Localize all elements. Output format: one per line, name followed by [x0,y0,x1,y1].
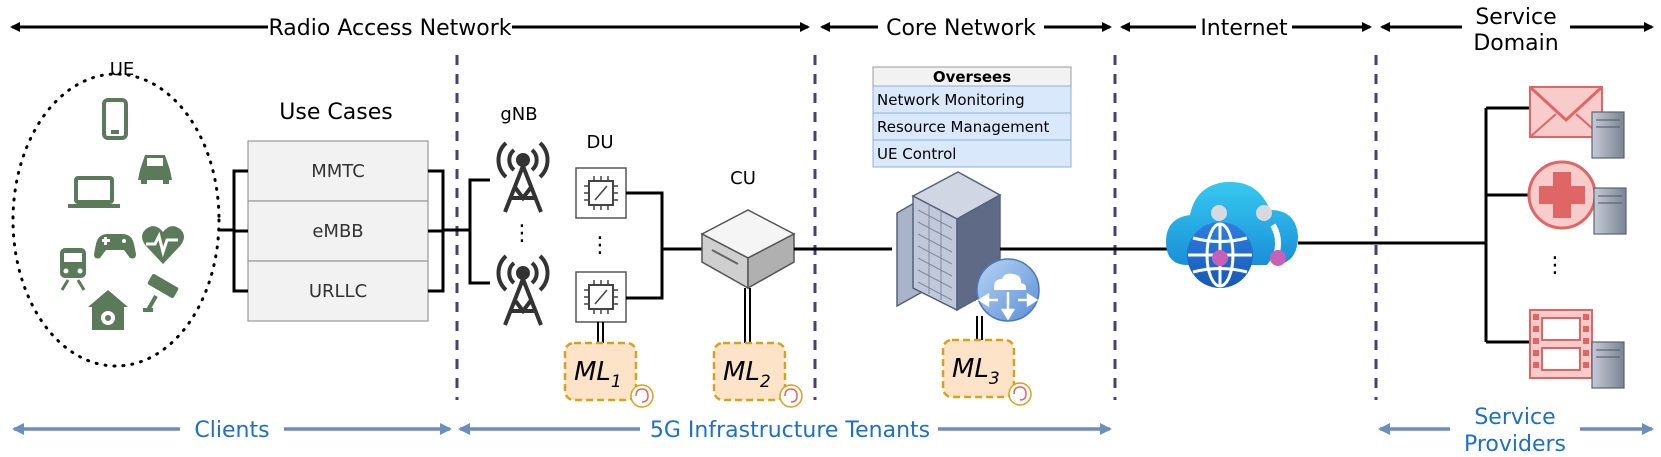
providers-label-2: Providers [1464,432,1566,457]
server-icon-2 [1593,187,1627,235]
du-label: DU [586,132,613,153]
ml-brain-icon [630,384,654,408]
du-chip-icon [575,167,627,219]
ue-label: UE [110,59,135,80]
use-case-brackets [218,169,490,293]
ml-brain-icon-3 [1008,382,1032,406]
gnb-tower-icon [496,141,550,213]
section-label-internet: Internet [1200,16,1288,41]
du-chip-icon-2 [575,271,627,323]
car-icon [138,155,172,184]
ml-label-2: ML2 [723,357,771,392]
du-cu-links [597,191,702,343]
ml-box-2 [712,341,787,402]
health-service-icon [1527,160,1597,230]
ml-box-1 [563,341,638,402]
ue-group-ellipse [11,72,221,368]
oversees-title: Oversees [933,68,1011,86]
service-tree [1484,106,1530,344]
use-cases-label: Use Cases [279,100,392,125]
use-case-urllc: URLLC [309,281,367,302]
gnb-ellipsis: ⋮ [511,221,533,246]
section-dividers [455,55,1378,400]
cu-server-icon [700,209,796,290]
gnb-tower-icon-2 [496,254,550,326]
security-camera-icon [143,274,179,312]
gnb-label: gNB [500,104,537,125]
oversees-item-monitoring: Network Monitoring [877,91,1025,109]
oversees-box [872,66,1072,168]
section-label-core: Core Network [886,16,1036,41]
clients-label: Clients [194,418,269,443]
service-ellipsis: ⋮ [1544,253,1566,278]
ml-box-3 [941,338,1016,399]
internet-cloud-icon [1166,181,1298,288]
email-service-icon [1528,85,1604,138]
ml-brain-icon-2 [779,384,803,408]
du-ellipsis: ⋮ [589,233,611,258]
use-cases-table [247,140,429,322]
core-data-center-icon [896,171,1040,322]
ml-label-1: ML1 [574,357,622,392]
providers-label-1: Service [1474,405,1555,430]
section-label-service-1: Service [1475,5,1556,30]
train-icon [60,248,86,291]
use-case-embb: eMBB [312,221,363,242]
oversees-item-ue-control: UE Control [877,145,956,163]
section-label-ran: Radio Access Network [269,16,512,41]
home-icon [88,290,128,330]
use-case-mmtc: MMTC [311,161,365,182]
server-icon-3 [1591,341,1625,389]
ml-label-3: ML3 [952,354,1000,389]
tenants-label: 5G Infrastructure Tenants [650,418,930,443]
video-service-icon [1529,309,1593,379]
core-links [976,247,1182,340]
gamepad-icon [94,234,136,259]
oversees-item-resource: Resource Management [877,118,1049,136]
section-label-service-2: Domain [1473,31,1558,56]
smartphone-icon [102,98,128,140]
heart-rate-icon [142,226,184,264]
cu-links [744,247,892,343]
server-icon [1591,111,1625,159]
cu-label: CU [730,168,756,189]
laptop-icon [68,176,120,208]
